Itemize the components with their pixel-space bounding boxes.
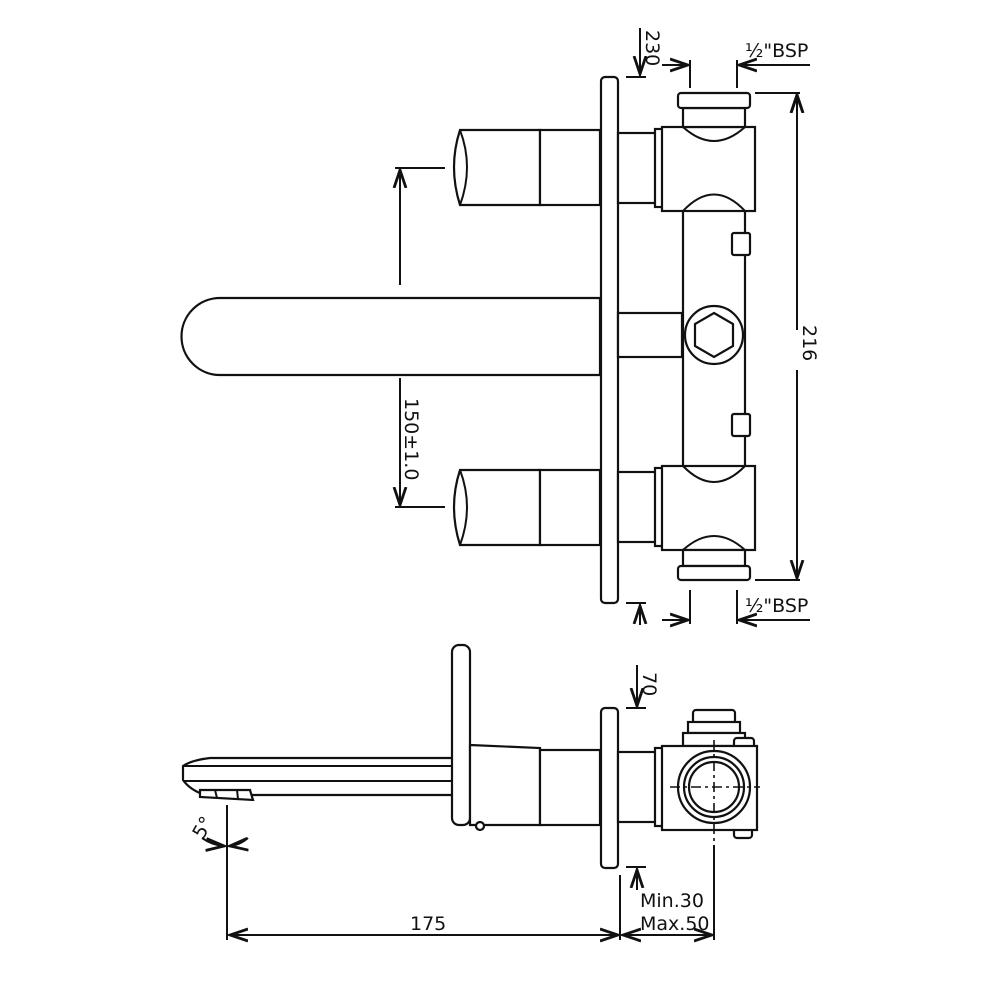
clip-icon	[730, 412, 752, 438]
clip-icon	[730, 231, 752, 257]
lower-valve	[616, 464, 757, 582]
aerator	[198, 788, 255, 802]
side-view: 70 Min.30 Max.50 175 5°	[181, 643, 760, 940]
upper-handle	[452, 128, 602, 207]
wall-plate-front	[599, 75, 620, 605]
upper-valve	[616, 91, 757, 213]
dim-max: Max.50	[640, 913, 710, 935]
dim-min: Min.30	[640, 890, 704, 912]
dim-150: 150±1.0	[400, 398, 422, 480]
dim-230: 230	[641, 30, 663, 66]
front-view: 230 ½"BSP 216 150±1.0 ½"BSP	[180, 28, 820, 625]
dim-bsp-bottom: ½"BSP	[745, 595, 808, 617]
dim-216: 216	[798, 325, 820, 361]
lower-handle	[452, 468, 602, 547]
dim-5-degree: 5°	[188, 813, 218, 843]
dim-175: 175	[410, 913, 446, 935]
wall-plate-side	[599, 706, 620, 870]
spout-front	[180, 296, 602, 377]
centre-connector	[616, 304, 745, 366]
dim-70: 70	[638, 672, 660, 696]
lever-side	[450, 643, 472, 827]
dim-bsp-top: ½"BSP	[745, 40, 808, 62]
